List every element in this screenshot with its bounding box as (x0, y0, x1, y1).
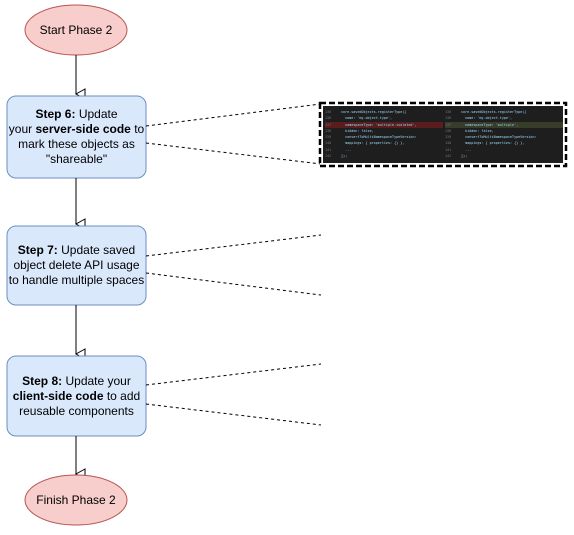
callout-line-step7-top (145, 234, 322, 257)
code-line: 140 mappings: { properties: {} }, (445, 140, 563, 146)
line-number: 138 (325, 128, 332, 133)
step8-prefix: Step 8: (22, 373, 63, 388)
code-text: hidden: false, (341, 128, 374, 133)
finish-node-shape[interactable] (24, 474, 128, 526)
line-number: 140 (325, 141, 332, 146)
code-text: ... (341, 147, 352, 152)
code-line: 142}); (325, 153, 443, 159)
line-number: 137 (325, 122, 332, 127)
code-text: namespaceType: 'multiple', (461, 122, 519, 127)
code-line: 137 namespaceType: 'multiple-isolated', (325, 121, 443, 128)
callout-line-step8-bottom (145, 403, 322, 426)
callout-line-step6-top (145, 103, 322, 127)
code-text: namespaceType: 'multiple-isolated', (341, 122, 417, 127)
line-number: 136 (325, 116, 332, 121)
line-number: 137 (445, 122, 452, 127)
finish-node-label: Finish Phase 2 (36, 492, 116, 507)
step7-node-label: Step 7: Update saved object delete API u… (8, 243, 145, 287)
code-line: 136 name: 'my-object-type', (445, 115, 563, 121)
code-line: 139 convertToMultiNamespaceTypeVersion: (445, 134, 563, 140)
callout-line-step7-bottom (145, 272, 322, 296)
code-text: name: 'my-object-type', (341, 116, 393, 121)
code-text: }); (341, 154, 348, 159)
line-number: 140 (445, 141, 452, 146)
code-text: }); (461, 154, 468, 159)
line-number: 136 (445, 110, 452, 114)
line-number: 139 (325, 135, 332, 140)
line-number: 141 (325, 147, 332, 152)
code-text: name: 'my-object-type', (461, 116, 513, 121)
code-text: convertToMultiNamespaceTypeVersion: (341, 135, 417, 140)
step7-prefix: Step 7: (17, 243, 58, 257)
line-number: 139 (445, 135, 452, 140)
code-text: convertToMultiNamespaceTypeVersion: (461, 135, 537, 140)
step6-prefix: Step 6: (35, 107, 76, 121)
code-text: core.savedObjects.registerType({ (461, 110, 527, 114)
callout-line-step6-bottom (145, 142, 322, 165)
line-number: 141 (445, 147, 452, 152)
line-number: 138 (445, 128, 452, 133)
code-text: core.savedObjects.registerType({ (341, 110, 407, 114)
code-line: 140 mappings: { properties: {} }, (325, 140, 443, 146)
line-number: 142 (325, 154, 332, 159)
code-text: mappings: { properties: {} }, (461, 141, 525, 146)
step6-node-label: Step 6: Update your server-side code to … (8, 107, 145, 166)
code-line: 137 namespaceType: 'multiple', (445, 121, 563, 128)
code-text: hidden: false, (461, 128, 494, 133)
code-line: 139 convertToMultiNamespaceTypeVersion: (325, 134, 443, 140)
start-node-label: Start Phase 2 (39, 22, 113, 37)
code-line: 138 hidden: false, (445, 128, 563, 134)
callout-line-step8-top (145, 363, 322, 386)
code-line: 136 name: 'my-object-type', (325, 115, 443, 121)
code-text: mappings: { properties: {} }, (341, 141, 405, 146)
code-line: 141 ... (325, 147, 443, 153)
code-line: 138 hidden: false, (325, 128, 443, 134)
code-line: 142}); (445, 153, 563, 159)
code-line: 136 core.savedObjects.registerType({ (445, 109, 563, 115)
code-line: 136 core.savedObjects.registerType({ (325, 109, 443, 115)
step8-emphasis: client-side code (12, 388, 104, 403)
line-number: 136 (445, 116, 452, 121)
line-number: 142 (445, 154, 452, 159)
code-line: 141 ... (445, 147, 563, 153)
code-text: ... (461, 147, 472, 152)
step8-node-label: Step 8: Update your client-side code to … (12, 373, 141, 418)
line-number: 136 (325, 110, 332, 114)
step6-emphasis: server-side code (35, 122, 131, 136)
